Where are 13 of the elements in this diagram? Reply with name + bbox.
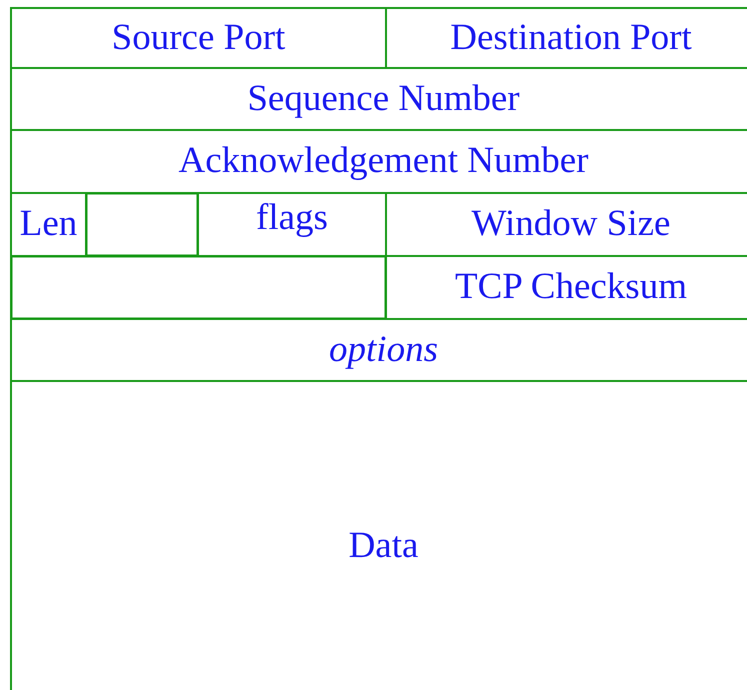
field-label: Data xyxy=(348,526,418,566)
empty-field xyxy=(10,255,387,320)
field-label: flags xyxy=(256,198,328,239)
field-label: TCP Checksum xyxy=(455,267,687,308)
field-label: Source Port xyxy=(112,18,286,58)
field-label: Acknowledgement Number xyxy=(178,141,588,182)
field-label: options xyxy=(329,330,438,370)
field-label: Window Size xyxy=(472,204,670,245)
header-field xyxy=(10,7,387,69)
field-label: Len xyxy=(20,204,78,245)
field-label: Sequence Number xyxy=(247,78,520,120)
empty-field xyxy=(85,192,199,257)
field-label: Destination Port xyxy=(450,18,692,58)
